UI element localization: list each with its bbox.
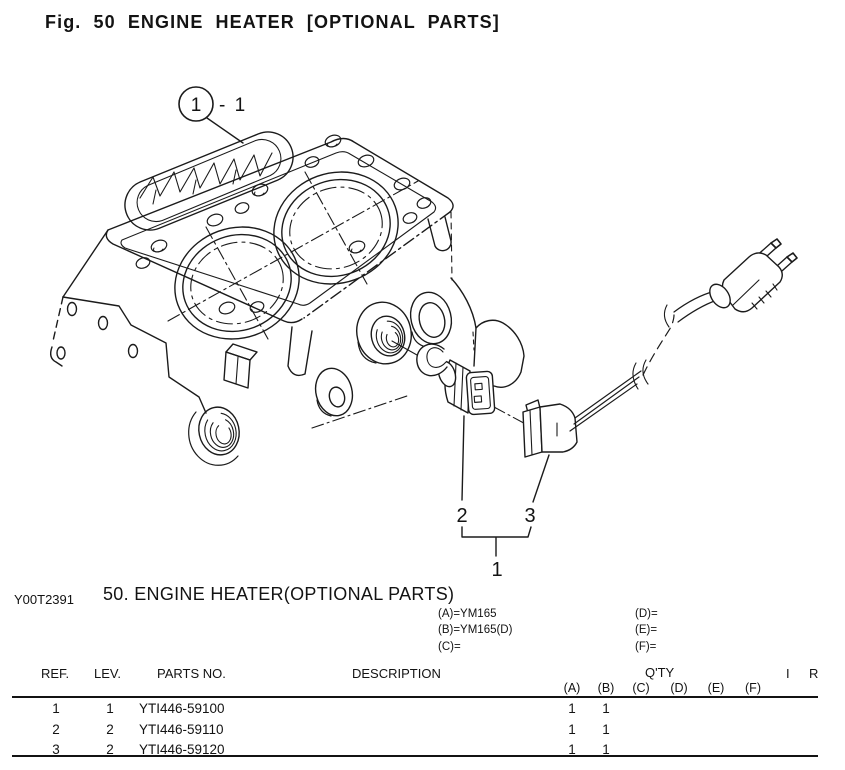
qty-b-cell: 1 (602, 742, 610, 757)
ref-cell: 2 (52, 722, 60, 737)
qty-col-c: (C) (632, 681, 650, 695)
table-rule-bottom (12, 755, 818, 757)
qty-col-a: (A) (563, 681, 581, 695)
note-a: (A)=YM165 (438, 608, 497, 620)
power-plug (709, 238, 798, 313)
qty-col-e: (E) (707, 681, 725, 695)
heater-mounting-lug (311, 211, 534, 429)
lev-cell: 2 (106, 742, 114, 757)
cylinder-bores (167, 171, 419, 340)
note-f: (F)= (635, 640, 657, 653)
variant-notes-right: (D)= (E)= (F)= (635, 606, 658, 655)
qty-col-f: (F) (745, 681, 761, 695)
water-jacket-slot (124, 131, 294, 231)
table-row: 1 1 YTI446-59100 1 1 (0, 701, 845, 717)
ref-cell: 3 (52, 742, 60, 757)
note-c: (C)= (438, 640, 461, 653)
balloon-suffix: - 1 (219, 95, 247, 116)
col-lev: LEV. (94, 666, 121, 681)
callout-3: 3 (524, 505, 535, 527)
qty-a-cell: 1 (568, 701, 576, 716)
cylinder-head-gasket-deck (105, 137, 454, 324)
col-ref: REF. (41, 666, 70, 681)
bolt-holes (135, 134, 432, 315)
figure-title: Fig. 50 ENGINE HEATER [OPTIONAL PARTS] (45, 12, 500, 32)
col-qty: Q'TY (645, 665, 675, 680)
note-b: (B)=YM165(D) (438, 624, 513, 637)
lev-cell: 2 (106, 722, 114, 737)
parts-no-cell: YTI446-59120 (139, 742, 225, 757)
note-e: (E)= (635, 624, 658, 637)
qty-col-d: (D) (670, 681, 688, 695)
table-row: 3 2 YTI446-59120 1 1 (0, 742, 845, 758)
ref-cell: 1 (52, 701, 60, 716)
parts-no-cell: YTI446-59110 (139, 722, 224, 737)
power-cord (569, 290, 718, 432)
qty-col-b: (B) (597, 681, 615, 695)
drawing-code: Y00T2391 (14, 592, 74, 607)
col-parts-no: PARTS NO. (157, 666, 226, 681)
cord-connector (522, 399, 578, 458)
heater-mounting-bosses (314, 291, 453, 417)
parts-no-cell: YTI446-59100 (139, 701, 225, 716)
qty-a-cell: 1 (568, 742, 576, 757)
callout-2: 2 (456, 505, 467, 527)
callout-1: 1 (491, 559, 502, 581)
heater-element (416, 331, 496, 416)
balloon-number: 1 (191, 95, 202, 116)
balloon-1 (178, 86, 214, 122)
col-i: I (786, 666, 790, 681)
variant-notes-left: (A)=YM165 (B)=YM165(D) (C)= (438, 606, 512, 655)
col-r: R (809, 666, 819, 681)
lev-cell: 1 (106, 701, 114, 716)
col-description: DESCRIPTION (352, 666, 441, 681)
table-row: 2 2 YTI446-59110 1 1 (0, 722, 845, 738)
qty-b-cell: 1 (602, 722, 610, 737)
qty-a-cell: 1 (568, 722, 576, 737)
table-rule-top (12, 696, 818, 698)
engine-block-left-face (49, 229, 313, 466)
note-d: (D)= (635, 608, 658, 620)
callouts (178, 86, 550, 557)
section-title: 50. ENGINE HEATER(OPTIONAL PARTS) (103, 584, 455, 604)
qty-b-cell: 1 (602, 701, 610, 716)
